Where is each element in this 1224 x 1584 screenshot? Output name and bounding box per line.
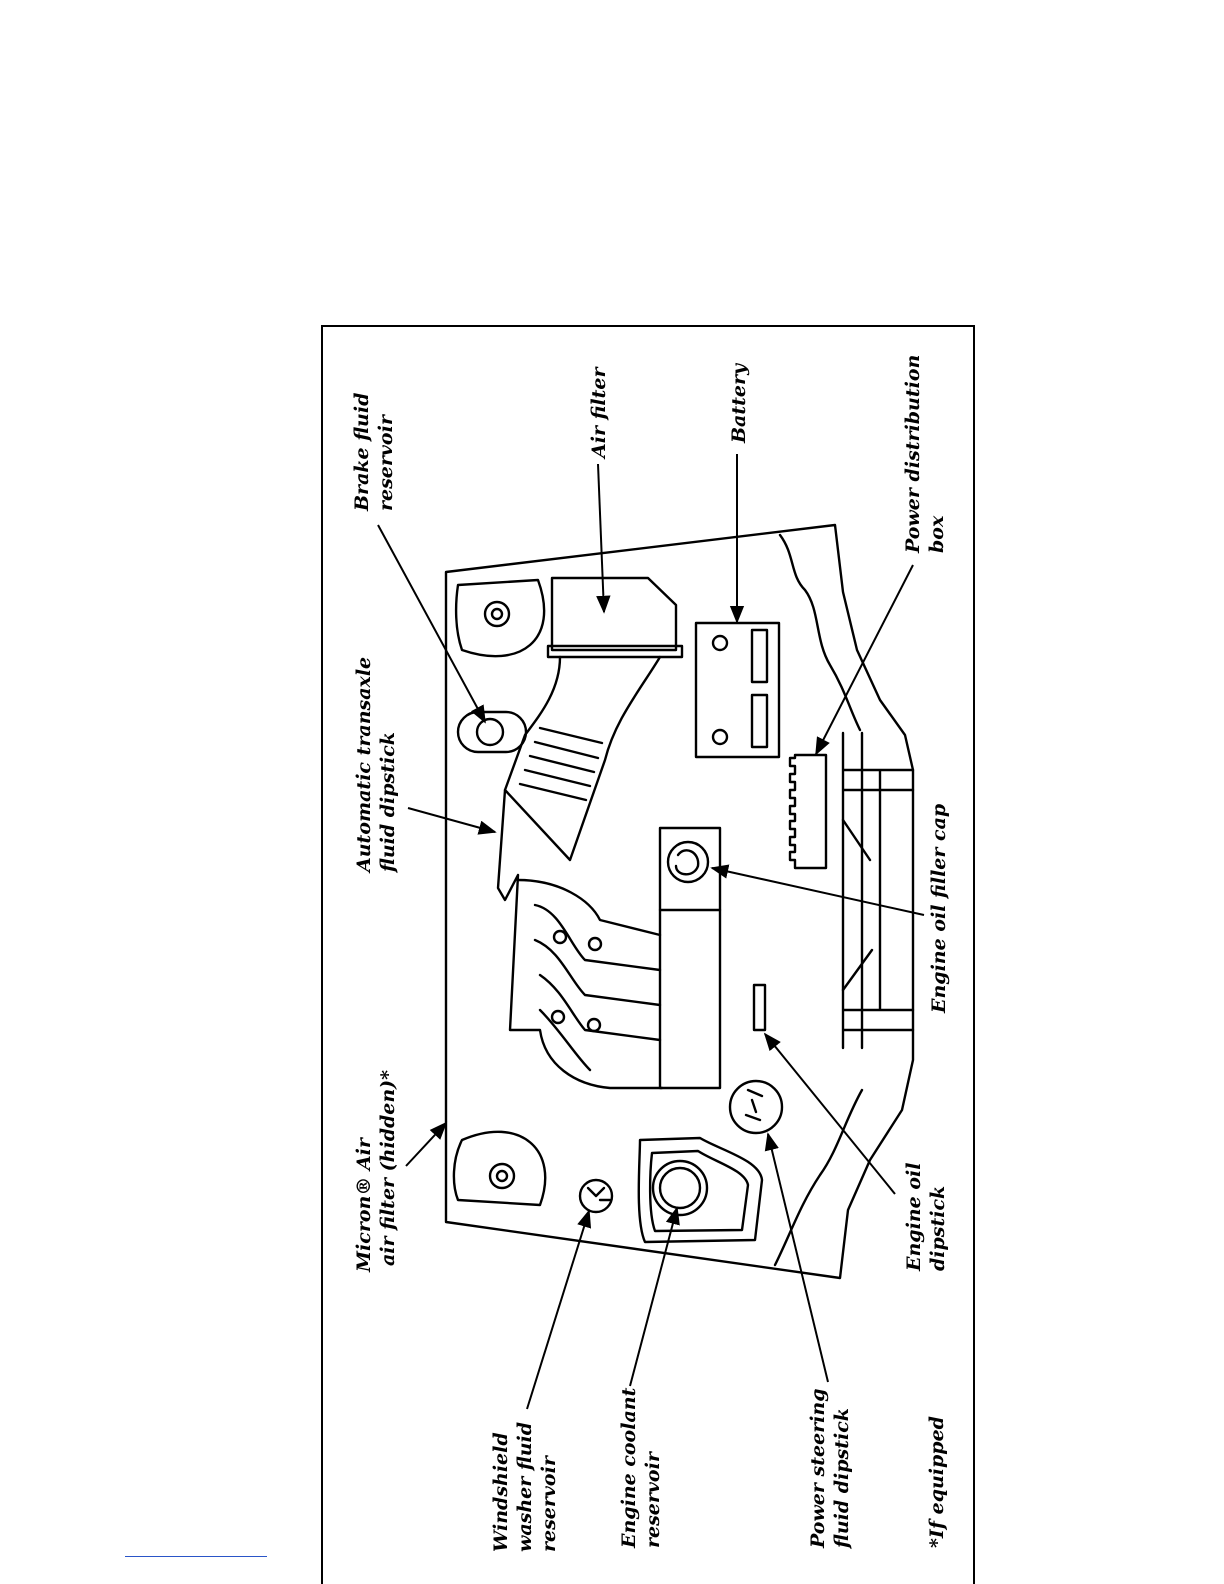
leader-power-steering: [768, 1134, 828, 1382]
leader-oil-filler: [712, 868, 924, 915]
label-automatic-transaxle-dipstick: Automatic transaxle fluid dipstick: [353, 650, 399, 874]
label-windshield-washer-reservoir: Windshield washer fluid reservoir: [490, 1415, 560, 1552]
label-power-distribution-box: Power distribution box: [902, 348, 948, 554]
frame-rail: [843, 733, 913, 1048]
intake-duct: [505, 657, 660, 860]
label-air-filter: Air filter: [588, 366, 610, 460]
power-steering-cap: [730, 1081, 782, 1133]
label-engine-coolant-reservoir: Engine coolant reservoir: [618, 1381, 664, 1549]
label-battery: Battery: [728, 362, 750, 444]
right-fender-curve-lower: [775, 1090, 862, 1265]
label-engine-oil-dipstick: Engine oil dipstick: [903, 1156, 949, 1272]
manifold-runner: [518, 880, 660, 935]
leader-brake-fluid: [378, 525, 485, 722]
oil-filler-cap: [668, 842, 708, 882]
label-brake-fluid-reservoir: Brake fluid reservoir: [351, 386, 397, 512]
air-filter-housing: [552, 578, 676, 650]
strut-tower-bottom: [454, 1132, 545, 1205]
label-engine-oil-filler-cap: Engine oil filler cap: [928, 803, 950, 1014]
label-micron-air-filter: Micron® Air air filter (hidden)*: [353, 1070, 399, 1273]
leader-micron-filter: [406, 1123, 446, 1166]
leader-washer: [527, 1211, 589, 1409]
leader-oil-dipstick: [765, 1034, 895, 1194]
strut-bolt-bottom: [490, 1164, 514, 1188]
right-fender-curve: [780, 535, 860, 730]
strut-bolt-top: [485, 602, 509, 626]
engine-oil-dipstick-tube: [754, 985, 765, 1030]
leader-air-filter: [598, 464, 604, 612]
label-footnote: *If equipped: [926, 1416, 948, 1548]
brake-fluid-reservoir-cap: [477, 719, 503, 745]
leader-transaxle-dipstick: [408, 808, 495, 832]
label-power-steering-dipstick: Power steering fluid dipstick: [807, 1382, 853, 1550]
leader-coolant: [630, 1208, 677, 1386]
power-distribution-box: [790, 755, 826, 868]
